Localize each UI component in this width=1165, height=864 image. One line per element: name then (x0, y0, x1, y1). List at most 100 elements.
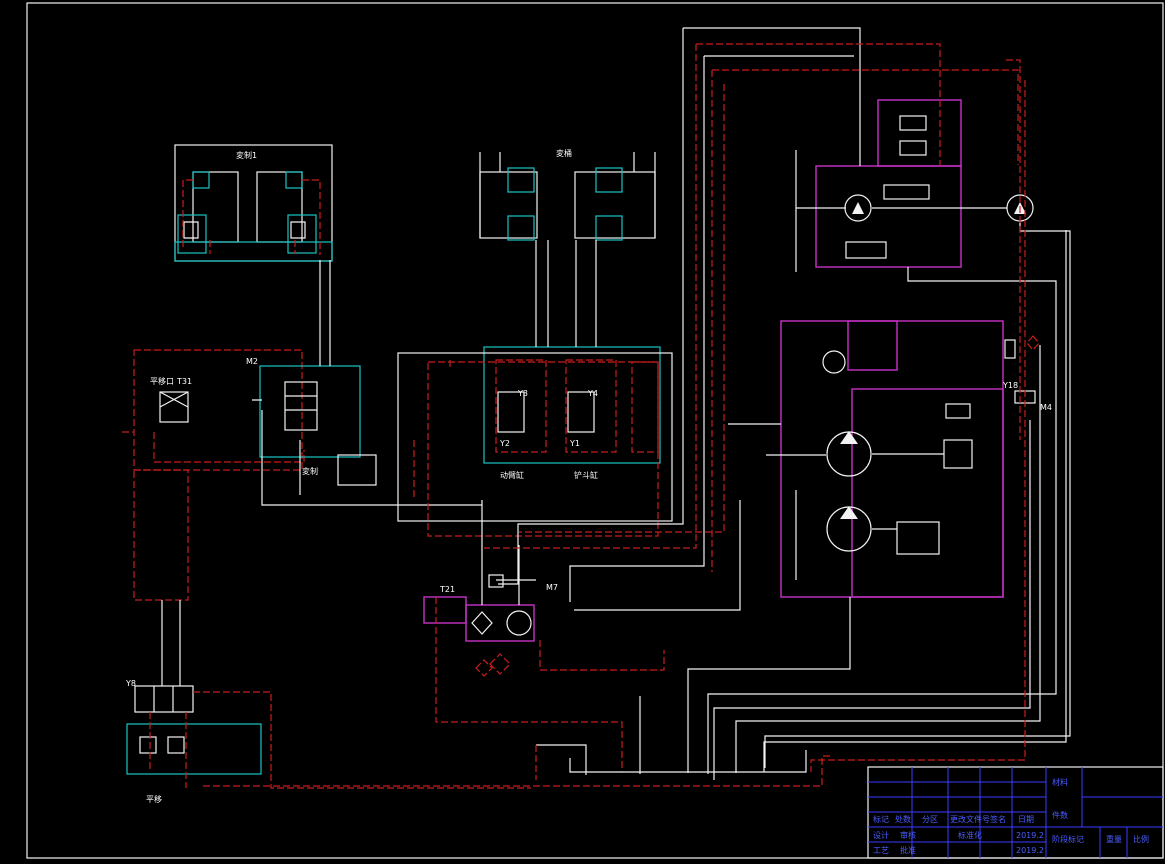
flat-shift-cylinder (133, 469, 189, 601)
pump-filter-group: T21 M7 (423, 500, 665, 772)
pump-drain-lines (435, 597, 665, 772)
flat-check-right (167, 736, 185, 754)
pump-circle (506, 610, 532, 636)
motor-control-box (851, 388, 1004, 598)
solenoid-valve-box (877, 99, 962, 167)
steer-valve-label: 変制 (302, 466, 318, 476)
flat-shift-valve-group: 平移口 T31 (122, 349, 305, 601)
main-pump-box (780, 320, 1004, 598)
material-label: 材料 (1052, 777, 1068, 787)
pump-box (465, 604, 535, 642)
accumulator (1004, 339, 1016, 359)
white-route-3 (713, 230, 1067, 780)
filter-symbol (471, 611, 493, 635)
tb-r3c6: 2019.2 (1016, 846, 1044, 855)
white-route-2 (574, 267, 1057, 774)
tb-r2c6: 2019.2 (1016, 831, 1044, 840)
tb-r3c2: 批准 (900, 845, 916, 855)
relief-box (847, 320, 898, 371)
tb-r1c5: 签名 (990, 814, 1006, 824)
relief-valve-right (287, 214, 317, 254)
check-2c (595, 167, 623, 193)
steer1-label: 変制1 (236, 150, 257, 160)
check-valve-right (285, 171, 303, 189)
steering-cylinder-group-2: 変桶 (479, 148, 656, 241)
steer1-pilot-lines (182, 179, 321, 255)
tb-r1c6: 日期 (1018, 815, 1034, 824)
tb-r2c4: 标准化 (958, 830, 982, 840)
steer-valve-box (337, 454, 377, 486)
tb-r1c1: 标记 (873, 814, 889, 824)
y3-label: Y3 (517, 389, 528, 398)
tb-r3c1: 工艺 (873, 846, 889, 855)
tb-r2c1: 设计 (873, 830, 889, 840)
steer2-label: 変桶 (556, 148, 572, 158)
flat-shift-valve (159, 391, 189, 423)
m2-label: M2 (246, 357, 258, 366)
flat-check-left (139, 736, 157, 754)
y8-label: Y8 (125, 679, 136, 688)
cyl2-walls (479, 152, 656, 238)
flat-valve-label: 平移口 (150, 376, 174, 386)
check-valve-left (192, 171, 210, 189)
steer1-frame (174, 144, 333, 262)
tb-r2c2: 审核 (900, 830, 916, 840)
m2-return-lines (252, 399, 482, 506)
m4-label: M4 (1040, 403, 1052, 412)
section-relief (631, 361, 659, 453)
relief-valve-bodies (183, 221, 306, 239)
spring-cylinder (845, 241, 887, 259)
stage-label: 阶段标记 (1052, 834, 1084, 844)
check-2b (507, 215, 535, 241)
m2-valve-block (259, 365, 361, 458)
m2-spool-positions (285, 395, 317, 411)
misc-red (413, 360, 537, 780)
t31-label: T31 (176, 377, 192, 386)
sub-right-label: 铲斗缸 (574, 470, 598, 480)
pump-arrow (852, 202, 864, 214)
servo-valve (943, 439, 973, 469)
m2-feed-lines (319, 260, 331, 366)
steer1-manifold (174, 241, 333, 262)
multiway-body-outline (397, 352, 673, 522)
flat-shift-pilot-box (133, 349, 303, 471)
filter-cooler (475, 653, 511, 677)
tb-r1c4: 更改文件号 (950, 814, 990, 824)
section-left (495, 359, 547, 453)
check-bridge (896, 521, 940, 555)
pump-lines (481, 500, 536, 605)
m2-steering-valve: M2 変制 (246, 260, 482, 506)
cylinder-left (192, 171, 239, 243)
multiway-valve-group: Y3 Y4 Y2 Y1 动臂缸 铲斗缸 (397, 240, 673, 537)
pressure-switch (488, 574, 504, 588)
multiway-valve-outline (483, 346, 661, 464)
y4-label: Y4 (587, 389, 598, 398)
check-2d (595, 215, 623, 241)
y8-valve-positions (153, 686, 174, 712)
variable-pump-group (764, 99, 1071, 768)
multiway-pilot-outline (427, 361, 659, 537)
pump-shaft-lines (795, 150, 1007, 272)
spool-y3 (497, 391, 525, 433)
scale-label: 比例 (1133, 834, 1149, 844)
m7-label: M7 (546, 583, 558, 592)
red-route-2 (202, 59, 1026, 787)
flat-shift-return (122, 431, 305, 463)
bottom-route (536, 696, 807, 775)
title-block-grid (868, 767, 1163, 858)
m2-spool (284, 381, 318, 431)
charge-pump (822, 350, 846, 374)
valve-cross (159, 391, 189, 408)
y18-label: Y18 (1002, 381, 1018, 390)
flat-shift-control-box (126, 723, 262, 775)
solenoid-valve-2 (899, 140, 927, 156)
section-right (565, 359, 617, 453)
quantity-label: 件数 (1052, 810, 1068, 820)
main-pump-lines (728, 423, 944, 580)
cylinder-2-right (574, 171, 656, 239)
check-2a (507, 167, 535, 193)
y8-supply-lines (161, 600, 181, 686)
t21-label: T21 (439, 585, 455, 594)
